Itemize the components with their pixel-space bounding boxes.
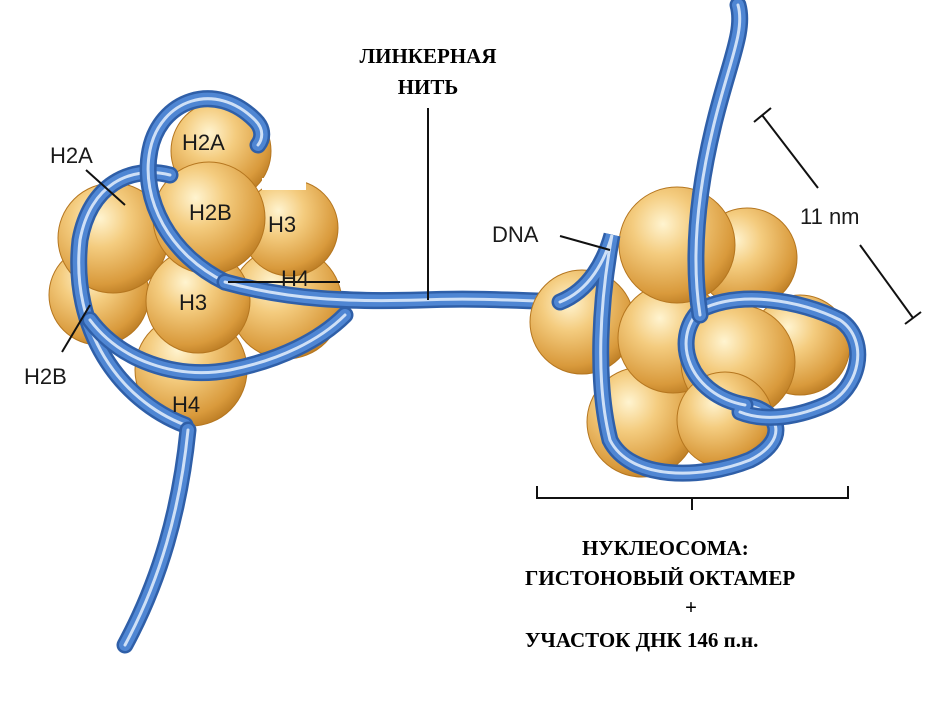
- labels: ЛИНКЕРНАЯ НИТЬ H2A H2B H2A H2B H3 H4 H3 …: [24, 44, 860, 652]
- label-h2a-inner: H2A: [182, 130, 225, 155]
- label-dna: DNA: [492, 222, 539, 247]
- label-h4-lower: H4: [172, 392, 200, 417]
- linker-label-line2: НИТЬ: [398, 75, 459, 99]
- nucleosome-bracket: [536, 486, 849, 499]
- linker-dna: [216, 273, 569, 311]
- scale-bar-lower: [859, 244, 914, 319]
- h2a-pointer: [85, 169, 126, 206]
- label-h2b-outer: H2B: [24, 364, 67, 389]
- image-gap: [262, 178, 306, 190]
- dna-pointer: [559, 235, 611, 251]
- label-h4-inner: H4: [281, 266, 309, 291]
- nucleosome-plus: +: [685, 595, 697, 619]
- histone-sphere: [618, 186, 736, 304]
- nucleosome-octamer: ГИСТОНОВЫЙ ОКТАМЕР: [525, 566, 795, 590]
- dna-tail-bottom: [116, 421, 197, 654]
- linker-label-line1: ЛИНКЕРНАЯ: [359, 44, 496, 68]
- scale-cap-bottom: [904, 311, 922, 325]
- label-h2a-outer: H2A: [50, 143, 93, 168]
- label-scale: 11 nm: [800, 204, 860, 229]
- label-h2b-inner: H2B: [189, 200, 232, 225]
- pointer-lines: [61, 107, 922, 510]
- nucleosome-dna-segment: УЧАСТОК ДНК 146 п.н.: [525, 628, 758, 652]
- label-h3-lower: H3: [179, 290, 207, 315]
- label-h3-upper: H3: [268, 212, 296, 237]
- left-dna-front: [70, 90, 354, 434]
- h2b-pointer: [61, 304, 91, 353]
- nucleosome-title: НУКЛЕОСОМА:: [582, 536, 749, 560]
- scale-cap-top: [753, 107, 772, 123]
- scale-bar-upper: [761, 114, 819, 189]
- right-dna-wrap: [551, 0, 867, 482]
